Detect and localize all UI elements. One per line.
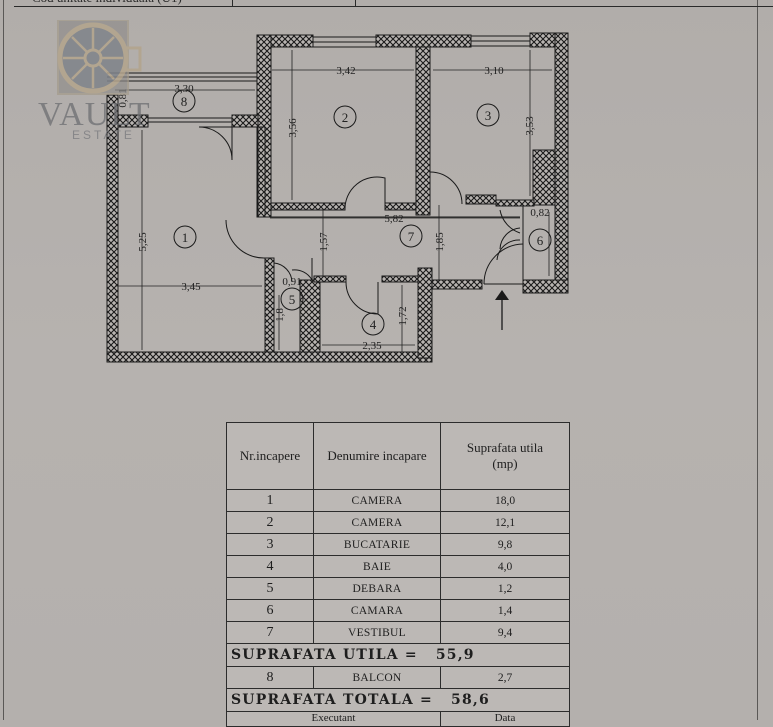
page-margin-line-right [757,0,758,720]
cell-name: DEBARA [313,577,441,600]
table-row: 2 CAMERA 12,1 [226,511,570,534]
cell-nr: 1 [226,489,314,512]
utila-total-cell: SUPRAFATA UTILA = 55,9 [226,643,570,667]
totala-value: 58,6 [451,692,490,708]
header-divider [355,0,356,6]
column-header-area: Suprafata utila (mp) [440,422,570,490]
entrance-arrow-icon [495,290,509,330]
cell-nr: 7 [226,621,314,644]
floor-plan: 3,42 3,10 3,30 3,45 5,82 0,82 0,91 2,35 … [106,32,569,363]
table-row: 1 CAMERA 18,0 [226,489,570,512]
cell-area: 9,8 [440,533,570,556]
page-margin-line [3,0,4,720]
cell-area: 18,0 [440,489,570,512]
room-number-3: 3 [485,108,492,123]
room-number-4: 4 [370,317,377,332]
utila-value: 55,9 [435,647,475,663]
cell-area: 1,2 [440,577,570,600]
cell-name: CAMERA [313,489,441,512]
watermark-brand: VAULT [38,96,151,133]
header-unit-code-label: Cod unitate individuala (U1) [32,0,182,6]
svg-text:3,53: 3,53 [524,116,536,136]
totala-label: SUPRAFATA TOTALA = [231,692,433,708]
cell-area: 12,1 [440,511,570,534]
svg-text:1,57: 1,57 [318,232,330,252]
table-header-row: Nr.incapere Denumire incapare Suprafata … [226,422,570,490]
room-number-1: 1 [182,230,189,245]
svg-text:5,82: 5,82 [384,213,403,225]
cell-nr: 2 [226,511,314,534]
table-row: 7 VESTIBUL 9,4 [226,621,570,644]
cell-name: VESTIBUL [313,621,441,644]
data-label: Data [440,711,570,727]
svg-text:3,42: 3,42 [336,65,355,77]
room-number-7: 7 [408,229,415,244]
svg-text:1,8: 1,8 [274,308,286,322]
svg-text:3,56: 3,56 [287,118,299,138]
svg-text:5,25: 5,25 [137,232,149,252]
cell-nr: 4 [226,555,314,578]
signature-row: Executant Data [226,711,570,727]
column-header-area-unit: (mp) [492,456,518,471]
cell-name: BALCON [313,666,441,689]
cell-area: 1,4 [440,599,570,622]
room-number-5: 5 [289,292,296,307]
cell-nr: 6 [226,599,314,622]
utila-total-row: SUPRAFATA UTILA = 55,9 [226,643,570,667]
table-row: 3 BUCATARIE 9,8 [226,533,570,556]
watermark-sub: ESTATE [72,128,135,142]
table-row: 5 DEBARA 1,2 [226,577,570,600]
rooms-area-table: Nr.incapere Denumire incapare Suprafata … [226,422,570,727]
svg-text:3,30: 3,30 [174,83,194,95]
svg-text:3,45: 3,45 [181,281,201,293]
cell-name: CAMERA [313,511,441,534]
column-header-name: Denumire incapare [313,422,441,490]
cell-area: 2,7 [440,666,570,689]
executant-label: Executant [226,711,441,727]
cell-nr: 8 [226,666,314,689]
room-number-8: 8 [181,94,188,109]
room-number-2: 2 [342,110,349,125]
totala-total-row: SUPRAFATA TOTALA = 58,6 [226,688,570,712]
utila-label: SUPRAFATA UTILA = [231,647,418,663]
cell-area: 4,0 [440,555,570,578]
svg-text:1,85: 1,85 [434,232,446,252]
column-header-nr: Nr.incapere [226,422,314,490]
cell-name: BUCATARIE [313,533,441,556]
cell-name: BAIE [313,555,441,578]
cell-nr: 5 [226,577,314,600]
totala-total-cell: SUPRAFATA TOTALA = 58,6 [226,688,570,712]
header-table-row [14,0,773,7]
cell-area: 9,4 [440,621,570,644]
svg-text:0,82: 0,82 [530,207,549,219]
svg-text:1,72: 1,72 [397,306,409,325]
table-row: 4 BAIE 4,0 [226,555,570,578]
table-row-balcon: 8 BALCON 2,7 [226,666,570,689]
cell-nr: 3 [226,533,314,556]
svg-text:3,10: 3,10 [484,65,504,77]
column-header-area-label: Suprafata utila [466,440,544,455]
table-row: 6 CAMARA 1,4 [226,599,570,622]
room-number-6: 6 [537,233,544,248]
svg-text:0,91: 0,91 [282,276,301,288]
cell-name: CAMARA [313,599,441,622]
header-divider [232,0,233,6]
svg-text:2,35: 2,35 [362,340,382,352]
vault-estate-logo-icon [57,20,142,95]
